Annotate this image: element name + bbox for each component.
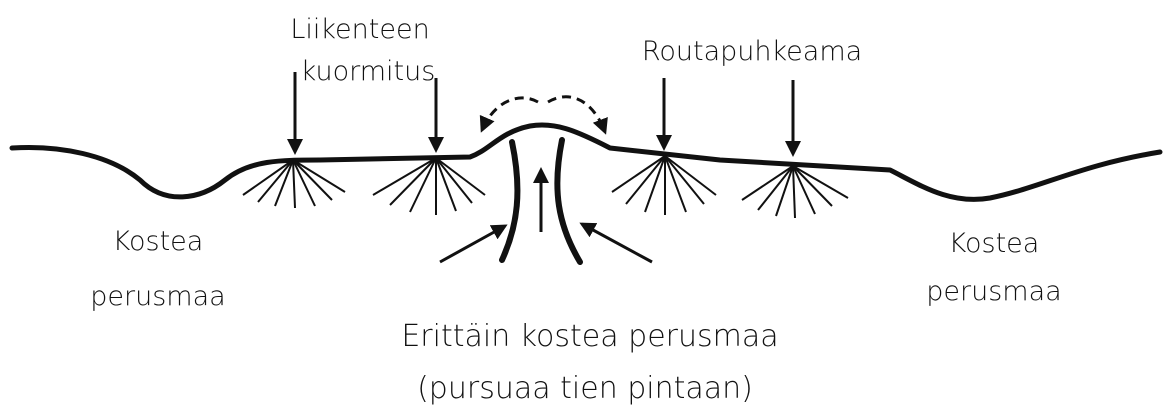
- stress-fan-2: [373, 158, 485, 215]
- frost-heave-label: Routapuhkeama: [642, 36, 862, 67]
- stress-fan-1: [243, 160, 345, 208]
- stress-fan-4: [742, 166, 848, 218]
- frost-heave-arrows: [664, 78, 793, 154]
- right-moist-soil-label-line2: perusmaa: [926, 276, 1061, 307]
- very-moist-soil-label-line2: (pursuaa tien pintaan): [417, 371, 753, 406]
- very-moist-soil-label-line1: Erittäin kostea perusmaa: [401, 319, 778, 354]
- left-moist-soil-label-line1: Kostea: [113, 226, 204, 257]
- ground-surface-line: [12, 125, 1160, 199]
- traffic-load-label-line1: Liikenteen: [290, 14, 429, 45]
- right-moist-soil-label-line1: Kostea: [949, 228, 1040, 259]
- traffic-load-label-line2: kuormitus: [301, 56, 436, 87]
- stress-fan-3: [612, 156, 716, 215]
- left-moist-soil-label-line2: perusmaa: [90, 281, 225, 312]
